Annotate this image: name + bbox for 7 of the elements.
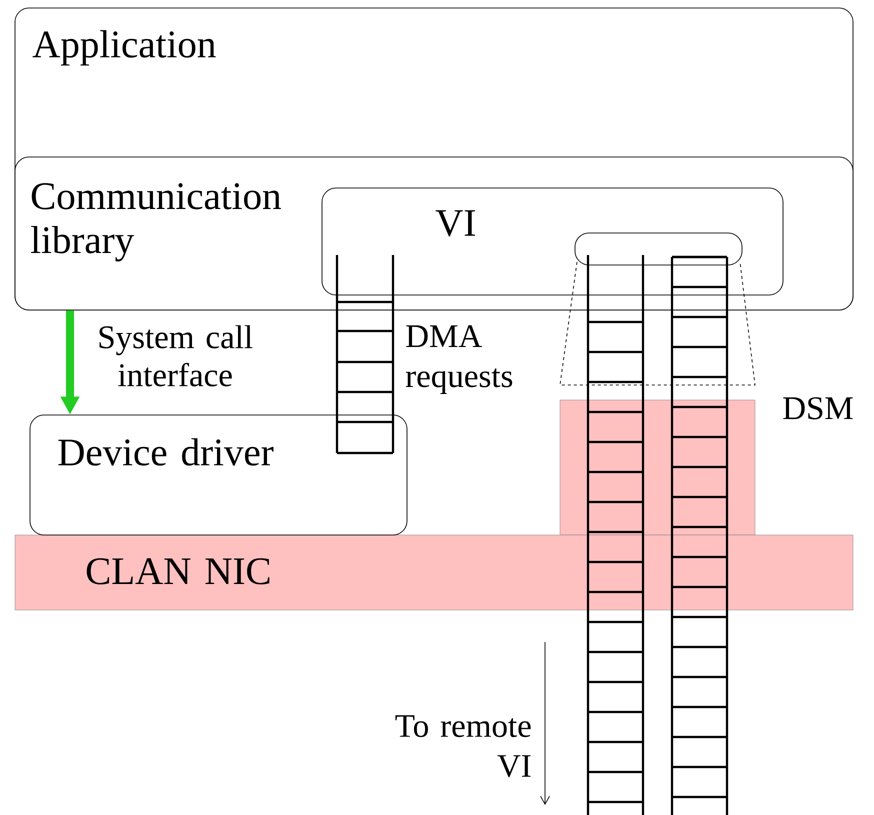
buffer-box xyxy=(574,232,742,266)
note-label: To remote VI xyxy=(395,715,531,778)
driver-box: Device driver xyxy=(30,414,408,536)
node-label: DSM xyxy=(783,397,853,420)
note-label: DMA requests xyxy=(406,325,512,394)
dsm-box: DSM xyxy=(560,397,853,536)
edge-label: System call interface xyxy=(100,325,252,386)
